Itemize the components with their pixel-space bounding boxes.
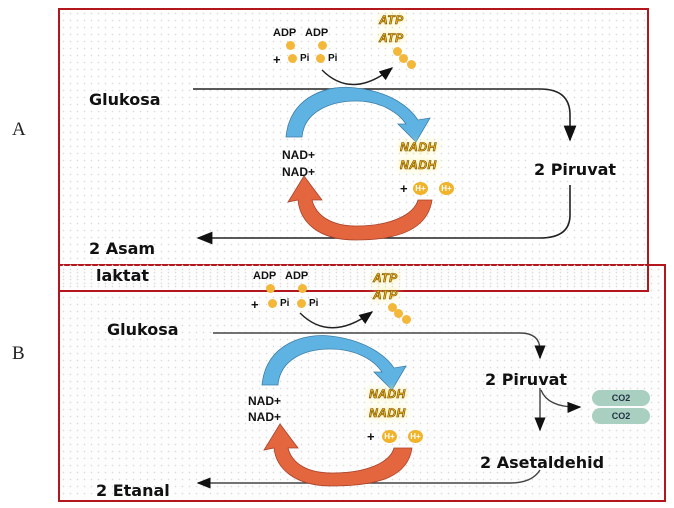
co2-molecule: CO2 [592,390,650,406]
phosphate-dot [288,54,297,63]
pathway-arrow-asetaldehid-to-etanal [196,469,541,489]
atp-badge: ATP [373,271,398,286]
asetaldehid-label: 2 Asetaldehid [480,453,605,472]
phosphate-dot [388,303,397,312]
phosphate-dot [268,299,277,308]
phosphate-dot [402,315,411,324]
nad-label: NAD+ [248,410,282,424]
atp-badge: ATP [379,31,404,46]
atp-formation-arrow [321,67,394,86]
nadh-badge: NADH [400,140,437,155]
oxidation-arrow [285,86,431,143]
oxidation-arrow-b [261,335,407,391]
glukosa-label-a: Glukosa [89,90,161,109]
reduction-arrow [287,175,433,241]
atp-badge: ATP [379,13,404,28]
hydrogen-ion: H+ [382,430,397,443]
piruvat-label-a: 2 Piruvat [532,160,619,179]
adp-label: ADP [273,27,297,39]
asam-laktat-label-line1: 2 Asam [89,239,156,258]
co2-molecule: CO2 [592,408,650,424]
reduction-arrow-b [263,423,413,487]
plus-sign: + [273,52,281,67]
atp-badge: ATP [373,288,398,303]
etanal-label: 2 Etanal [96,481,170,500]
panel-a-label: A [12,119,26,140]
pathway-arrow-glukosa-to-piruvat [193,88,577,142]
nadh-badge: NADH [369,387,406,402]
phosphate-dot [298,284,307,293]
hydrogen-ion: H+ [408,430,423,443]
phosphate-dot [394,309,403,318]
plus-sign: + [367,429,375,444]
pi-label: Pi [309,298,319,309]
phosphate-dot [316,54,325,63]
nadh-badge: NADH [400,158,437,173]
nad-label: NAD+ [282,165,316,179]
pi-label: Pi [300,53,310,64]
atp-formation-arrow-b [299,311,374,329]
hydrogen-ion: H+ [439,182,454,195]
nad-label: NAD+ [282,148,316,162]
panel-b-alcoholic-fermentation [58,264,666,502]
phosphate-dot [399,54,408,63]
adp-label: ADP [253,270,277,282]
nad-label: NAD+ [248,394,282,408]
pathway-arrow-glukosa-to-piruvat-b [213,332,546,360]
plus-sign: + [400,181,408,196]
phosphate-dot [393,47,402,56]
piruvat-label-b: 2 Piruvat [485,370,568,389]
asam-laktat-label-line2: laktat [96,266,150,285]
phosphate-dot [297,299,306,308]
phosphate-dot [266,284,275,293]
plus-sign: + [251,297,259,312]
co2-release-arrow [540,389,582,413]
panel-a-lactic-fermentation [58,8,649,292]
hydrogen-ion: H+ [413,182,428,195]
phosphate-dot [318,41,327,50]
pi-label: Pi [328,53,338,64]
panel-b-label: B [12,343,25,364]
pi-label: Pi [280,298,290,309]
phosphate-dot [286,41,295,50]
nadh-badge: NADH [369,406,406,421]
adp-label: ADP [285,270,309,282]
glukosa-label-b: Glukosa [107,320,179,339]
phosphate-dot [407,60,416,69]
adp-label: ADP [305,27,329,39]
pathway-arrow-piruvat-to-laktat [196,185,571,245]
